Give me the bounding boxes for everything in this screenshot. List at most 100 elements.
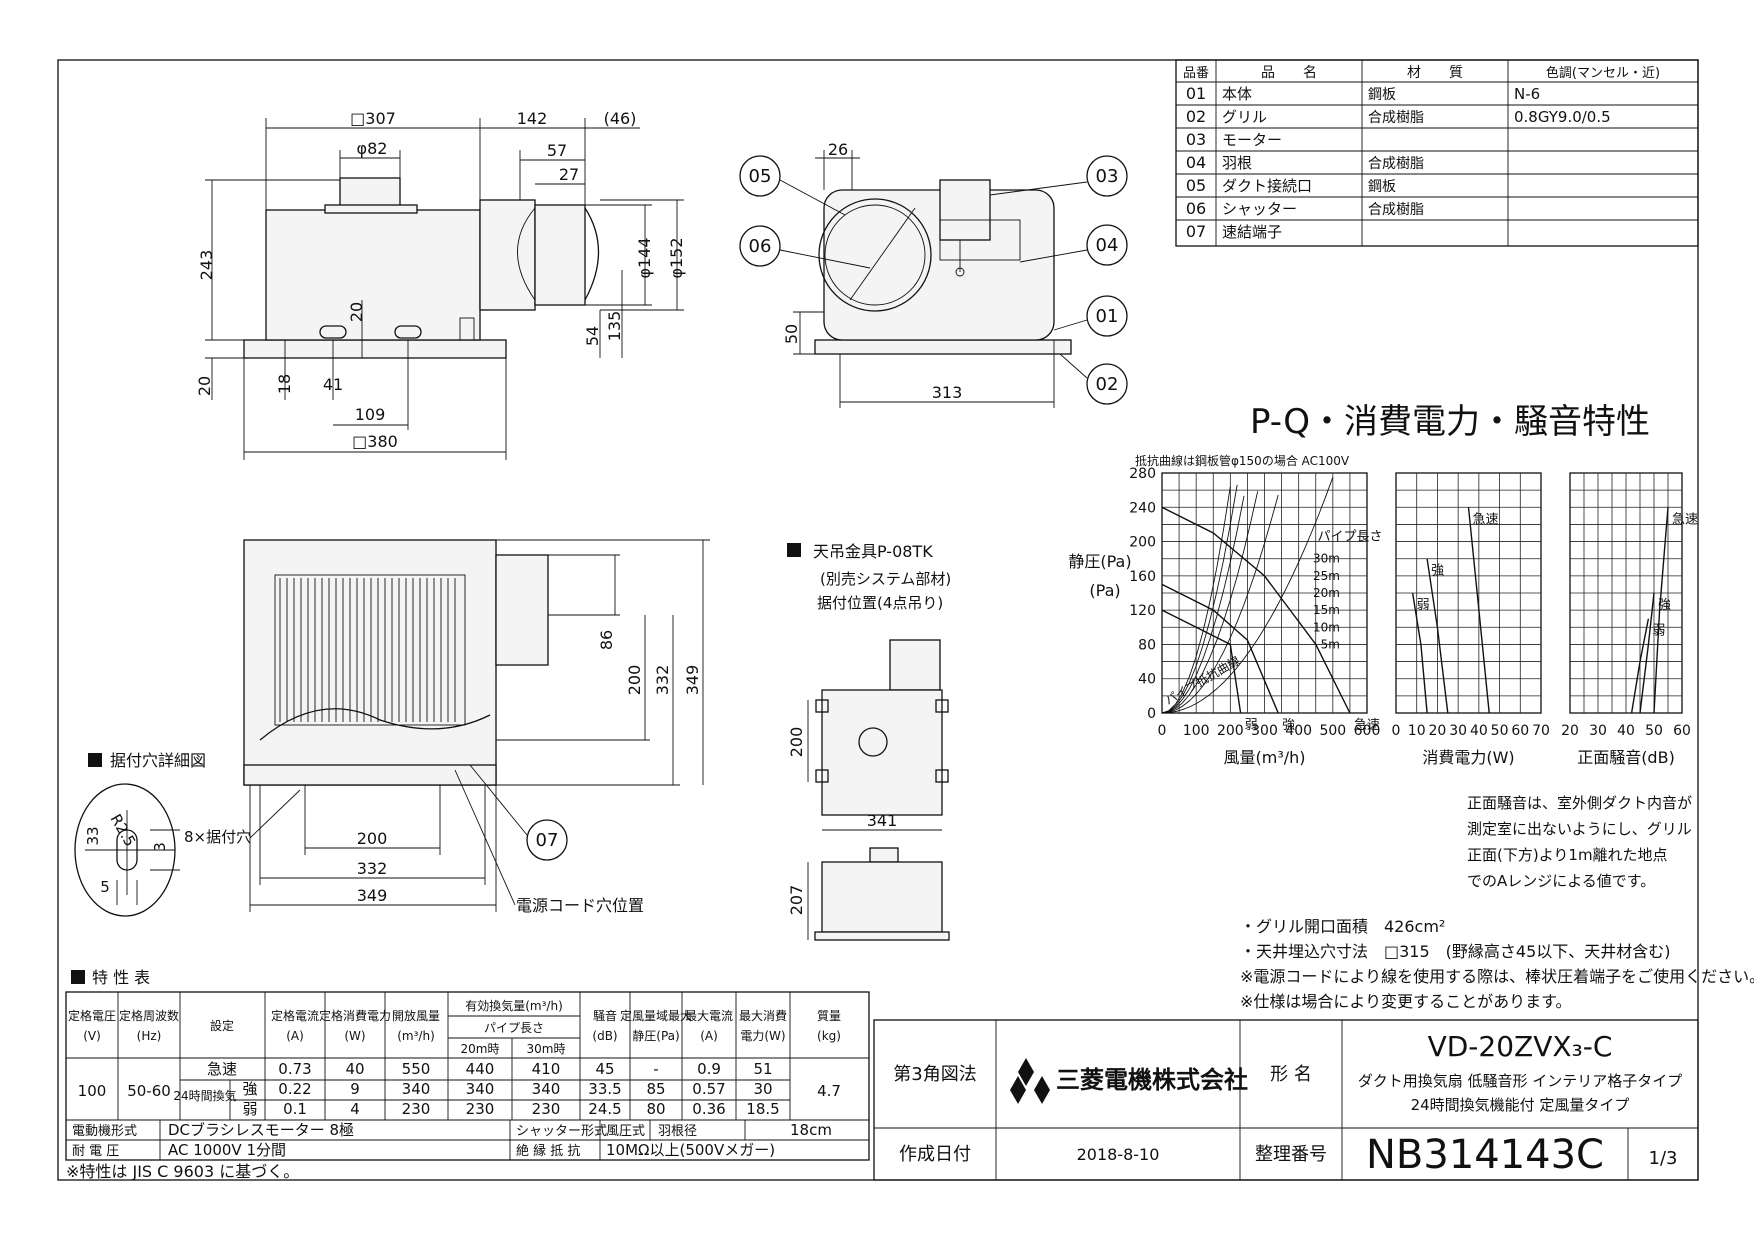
- note-line: ※仕様は場合により変更することがあります。: [1240, 992, 1572, 1011]
- series-line: [1467, 507, 1490, 714]
- part-name: グリル: [1222, 108, 1267, 126]
- series-line: [1161, 609, 1242, 714]
- part-name: シャッター: [1222, 200, 1297, 218]
- dim-349h: 349: [357, 886, 388, 905]
- y-axis-label: 静圧(Pa): [1068, 552, 1131, 571]
- y-tick-label: 120: [1129, 603, 1156, 619]
- x-tick-label: 50: [1645, 723, 1663, 739]
- model-desc1: ダクト用換気扇 低騒音形 インテリア格子タイプ: [1358, 1072, 1683, 1090]
- spec-max-power: 30: [753, 1080, 772, 1098]
- spec-header-cell: 有効換気量(m³/h): [465, 998, 563, 1013]
- part-material: 合成樹脂: [1368, 202, 1424, 218]
- part-no: 03: [1186, 130, 1206, 149]
- model-header: 形 名: [1270, 1064, 1312, 1085]
- spec-header-cell: (m³/h): [397, 1029, 435, 1043]
- x-tick-label: 50: [1491, 723, 1509, 739]
- dim-135: 135: [605, 311, 624, 342]
- series-label: 急速: [1672, 512, 1698, 527]
- spec-header-cell: 設定: [210, 1018, 234, 1033]
- note-line: ※電源コードにより線を使用する際は、棒状圧着端子をご使用ください。: [1240, 967, 1754, 986]
- x-tick-label: 70: [1532, 723, 1550, 739]
- dim-313: 313: [932, 383, 963, 402]
- spec-header-cell: 定格電圧: [68, 1008, 116, 1023]
- detail-holes: 8×据付穴: [184, 828, 251, 846]
- spec-header-cell: 開放風量: [392, 1008, 440, 1023]
- part-no: 06: [1186, 199, 1206, 218]
- spec-motor: DCブラシレスモーター 8極: [168, 1121, 354, 1139]
- spec-flow-20m: 440: [466, 1060, 495, 1078]
- spec-open-flow: 340: [402, 1080, 431, 1098]
- series-label: 弱: [1652, 624, 1665, 639]
- spec-footnote: ※特性は JIS C 9603 に基づく。: [66, 1162, 299, 1181]
- series-line: [1161, 583, 1279, 714]
- x-tick-label: 10: [1408, 723, 1426, 739]
- x-axis-label: 消費電力(W): [1422, 748, 1514, 767]
- series-label: 弱: [1245, 718, 1258, 733]
- spec-withstand-header: 耐 電 圧: [72, 1144, 119, 1159]
- spec-voltage: 100: [78, 1082, 107, 1100]
- detail-title: 据付穴詳細図: [110, 751, 206, 770]
- spec-motor-header: 電動機形式: [72, 1124, 137, 1139]
- part-name: 速結端子: [1222, 223, 1282, 241]
- series-label: 強: [1658, 598, 1671, 613]
- dim-144: φ144: [635, 237, 654, 278]
- dim-243: 243: [197, 250, 216, 281]
- bottom-view: 86 200 332 349 200 332 349 07 電源コード穴位置: [243, 539, 710, 915]
- noise-note-line: 測定室に出ないようにし、グリル: [1467, 820, 1692, 838]
- part-no: 04: [1186, 153, 1206, 172]
- resistance-label: 25m: [1313, 569, 1340, 583]
- spec-header-cell: 最大消費: [739, 1008, 787, 1023]
- balloon-02: 02: [1096, 374, 1119, 395]
- spec-max-current: 0.9: [697, 1060, 721, 1078]
- x-tick-label: 40: [1617, 723, 1635, 739]
- dim-26: 26: [828, 140, 848, 159]
- spec-max-current: 0.57: [692, 1080, 725, 1098]
- series-line: [1639, 592, 1655, 714]
- bracket-200: 200: [787, 727, 806, 758]
- x-tick-label: 200: [1217, 723, 1244, 739]
- x-tick-label: 60: [1511, 723, 1529, 739]
- x-tick-label: 400: [1285, 723, 1312, 739]
- grille-slats: [279, 578, 456, 722]
- bracket-341: 341: [867, 811, 898, 830]
- series-label: 強: [1431, 564, 1444, 579]
- spec-header-cell: 定格周波数: [119, 1008, 179, 1023]
- cord-hole-label: 電源コード穴位置: [516, 896, 644, 915]
- spec-open-flow: 550: [402, 1060, 431, 1078]
- dim-46: (46): [604, 109, 637, 128]
- spec-flow-30m: 340: [532, 1080, 561, 1098]
- dim-200v: 200: [625, 665, 644, 696]
- dim-200h: 200: [357, 829, 388, 848]
- spec-header-cell: 定風量域最大: [620, 1008, 692, 1023]
- resistance-label: 5m: [1321, 637, 1340, 651]
- spec-header-cell: (A): [700, 1029, 718, 1043]
- ref-number: NB314143C: [1366, 1132, 1604, 1178]
- parts-header-name: 品 名: [1261, 65, 1317, 81]
- spec-max-power: 51: [753, 1060, 772, 1078]
- spec-power: 40: [345, 1060, 364, 1078]
- resistance-curve: [1161, 495, 1245, 714]
- spec-max-current: 0.36: [692, 1100, 725, 1118]
- spec-header-cell: (V): [83, 1029, 101, 1043]
- bracket-view: 天吊金具P-08TK (別売システム部材) 据付位置(4点吊り) 200 341…: [787, 542, 951, 941]
- spec-flow-30m: 410: [532, 1060, 561, 1078]
- resistance-label: 10m: [1313, 620, 1340, 634]
- spec-header-cell: 騒音: [593, 1008, 617, 1023]
- series-label: 急速: [1354, 718, 1380, 733]
- part-name: ダクト接続口: [1222, 177, 1312, 195]
- noise-note-line: 正面騒音は、室外側ダクト内音が: [1467, 794, 1692, 812]
- part-name: 本体: [1222, 85, 1252, 103]
- spec-static-pressure: 80: [646, 1100, 665, 1118]
- title-block: 第3角図法 三菱電機株式会社 形 名 VD-20ZVX₃-C ダクト用換気扇 低…: [873, 1019, 1699, 1181]
- x-tick-label: 20: [1429, 723, 1447, 739]
- spec-insulation: 10MΩ以上(500Vメガー): [606, 1141, 775, 1159]
- spec-header-cell: 30m時: [527, 1042, 566, 1056]
- spec-static-pressure: -: [653, 1060, 658, 1078]
- spec-header-cell: 定格電流: [271, 1008, 319, 1023]
- x-tick-label: 30: [1449, 723, 1467, 739]
- part-name: モーター: [1222, 131, 1282, 149]
- y-tick-label: 240: [1129, 500, 1156, 516]
- dim-20a: 20: [347, 302, 366, 322]
- resistance-label: 30m: [1313, 552, 1340, 566]
